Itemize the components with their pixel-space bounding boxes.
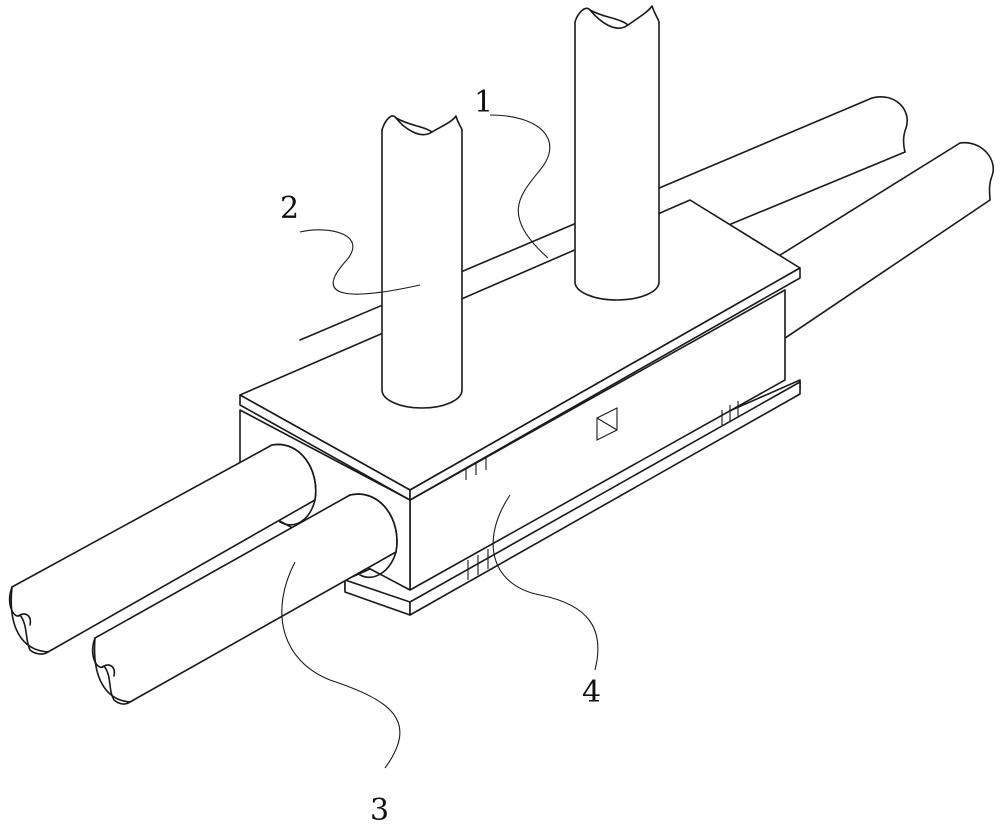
rebar-front-2	[91, 493, 398, 705]
label-1: 1	[474, 85, 493, 120]
leader-lines	[281, 114, 599, 769]
label-2: 2	[280, 191, 299, 226]
rebar-front-1	[8, 443, 317, 655]
rebar-vertical-left	[381, 115, 463, 409]
leader-4	[492, 494, 599, 671]
rebar-vertical-right	[574, 5, 660, 301]
window-square	[596, 407, 618, 441]
leader-3	[281, 561, 401, 769]
label-3: 3	[370, 793, 389, 828]
top-plate	[239, 199, 801, 501]
label-4: 4	[582, 675, 601, 710]
leader-2	[299, 229, 421, 295]
leader-1	[489, 114, 551, 259]
